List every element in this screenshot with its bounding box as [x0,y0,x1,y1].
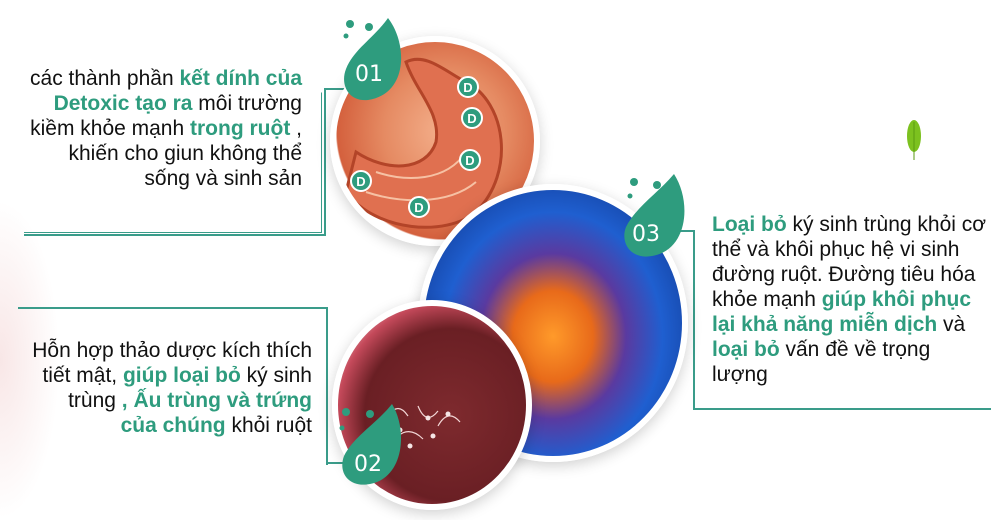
leaf-badge-03 [624,174,685,257]
step3-text: Loại bỏ ký sinh trùng khỏi cơ thể và khô… [712,212,988,387]
background-glow [0,200,60,520]
detoxic-marker: D [350,170,372,192]
step1-highlight: trong ruột [190,117,291,140]
detoxic-marker: D [408,196,430,218]
step1-frame-top [326,88,356,90]
step3-highlight: Loại bỏ [712,213,787,236]
step1-highlight: kết dính của Detoxic tạo ra [53,67,302,115]
step2-seg: khỏi ruột [225,414,312,437]
step2-seg: Hỗn hợp thảo dược kích thích tiết mật, [32,339,312,387]
detoxic-marker: D [459,149,481,171]
step3-frame-top [675,230,695,232]
step2-frame [18,307,328,465]
step2-text: Hỗn hợp thảo dược kích thích tiết mật, g… [30,338,312,438]
step1-frame [24,88,326,236]
leaf-badge-02 [339,404,402,485]
badge-number-02: 02 [354,452,382,477]
badge-number-01: 01 [355,62,383,87]
detoxic-marker: D [461,107,483,129]
step3-frame [693,230,991,410]
step1-frame-inner [24,92,322,233]
step3-highlight: giúp khôi phục lại khả năng miễn dịch [712,288,972,336]
step1-seg: các thành phần [30,67,180,90]
detoxic-marker: D [457,76,479,98]
step2-highlight: giúp loại bỏ [122,364,241,387]
step2-frame-bottom [326,462,346,464]
green-leaf-icon [907,120,921,160]
step1-text: các thành phần kết dính của Detoxic tạo … [20,66,302,191]
step1-seg: , khiến cho giun không thể sống và sinh … [68,117,302,190]
step2-highlight: , Ấu trùng và trứng của chúng [120,389,312,437]
badge-number-03: 03 [632,222,660,247]
step2-seg: ký sinh trùng [68,364,312,412]
step3-seg: vấn đề về trọng lượng [712,338,931,386]
leaf-badge-01 [343,18,402,101]
step3-seg: và [937,313,966,336]
step1-seg: môi trường kiềm khỏe mạnh [30,92,302,140]
step3-highlight: loại bỏ [712,338,780,361]
step3-seg: ký sinh trùng khỏi cơ thể và khôi phục h… [712,213,987,311]
